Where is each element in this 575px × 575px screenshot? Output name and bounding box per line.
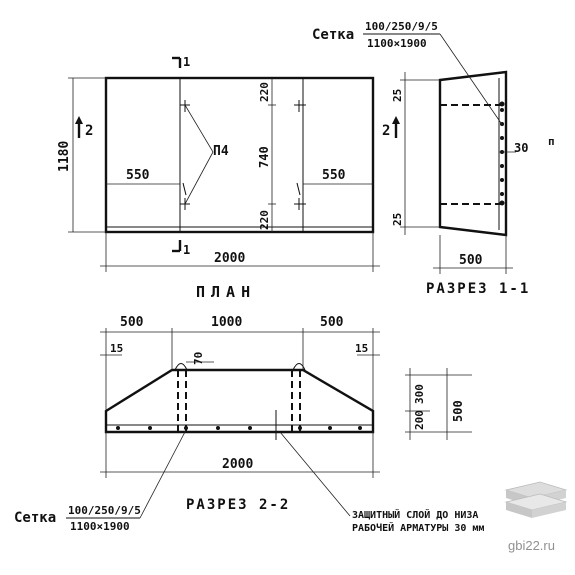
section-2-2-title: РАЗРЕЗ 2-2 <box>186 497 290 513</box>
section-2-2-middle-top: 1000 <box>211 315 242 330</box>
plan-outline <box>104 76 375 234</box>
section-2-2-right-edge: 15 <box>355 342 368 355</box>
section-marker-1-top: 1 <box>172 55 190 69</box>
section-2-2-note-2: РАБОЧЕЙ АРМАТУРЫ 30 мм <box>352 521 484 534</box>
plan-right-width: 550 <box>322 168 346 183</box>
section-2-2-h300: 300 <box>413 384 426 404</box>
section-2-2-mesh-spec-bottom: 1100×1900 <box>70 520 130 533</box>
stacked-slabs-icon <box>504 481 568 518</box>
section-1-1-mesh-spec-bottom: 1100×1900 <box>367 37 427 50</box>
section-2-2-outline <box>104 368 375 434</box>
section-2-2-mesh-label: Сетка <box>14 510 56 526</box>
section-1-1-mesh-spec-top: 100/250/9/5 <box>365 20 438 33</box>
section-2-2-left-edge: 15 <box>110 342 123 355</box>
section-marker-1-bottom: 1 <box>172 240 190 257</box>
section-2-2-h500: 500 <box>451 400 465 422</box>
section-1-1-outline <box>438 70 508 237</box>
lifting-loops <box>180 100 306 210</box>
svg-text:2: 2 <box>382 123 390 139</box>
rebar-dots <box>499 101 505 206</box>
section-2-2: 500 1000 500 15 15 70 200 300 500 2000 С… <box>14 315 484 534</box>
section-marker-2-left: 2 <box>75 116 93 139</box>
plan-width: 2000 <box>214 251 245 266</box>
section-2-2-h200: 200 <box>413 410 426 430</box>
plan-left-width: 550 <box>126 168 150 183</box>
loop-arcs <box>174 363 306 371</box>
plan-view: П4 550 550 220 740 220 1180 2000 1 <box>57 55 400 301</box>
section-2-2-mesh-spec-top: 100/250/9/5 <box>68 504 141 517</box>
loop-label: П4 <box>213 144 229 159</box>
section-2-2-note-1: ЗАЩИТНЫЙ СЛОЙ ДО НИЗА <box>352 508 478 521</box>
plan-title: ПЛАН <box>196 283 256 301</box>
section-1-1-aside: п <box>548 135 555 148</box>
svg-text:1: 1 <box>183 243 190 257</box>
section-1-1-width: 500 <box>459 253 483 268</box>
section-2-2-right-top: 500 <box>320 315 344 330</box>
section-2-2-loop-offset: 70 <box>192 352 205 365</box>
bottom-rebar-dots <box>116 426 362 430</box>
plan-top-offset: 220 <box>258 82 271 102</box>
watermark: gbi22.ru <box>504 481 568 553</box>
section-1-1: 30 п 25 25 500 Сетка 100/250/9/5 1100×19… <box>312 20 555 297</box>
plan-height: 1180 <box>57 141 72 172</box>
section-marker-2-right: 2 <box>382 116 400 139</box>
section-1-1-cover: 30 <box>514 141 528 155</box>
watermark-site: gbi22.ru <box>508 538 555 553</box>
svg-text:1: 1 <box>183 55 190 69</box>
svg-text:2: 2 <box>85 123 93 139</box>
section-2-2-width: 2000 <box>222 457 253 472</box>
section-1-1-mesh-label: Сетка <box>312 27 354 43</box>
section-1-1-top-dim: 25 <box>391 89 404 102</box>
section-1-1-bottom-dim: 25 <box>391 213 404 226</box>
section-2-2-left-top: 500 <box>120 315 144 330</box>
section-1-1-title: РАЗРЕЗ 1-1 <box>426 281 530 297</box>
plan-middle: 740 <box>257 146 271 168</box>
plan-bottom-offset: 220 <box>258 210 271 230</box>
